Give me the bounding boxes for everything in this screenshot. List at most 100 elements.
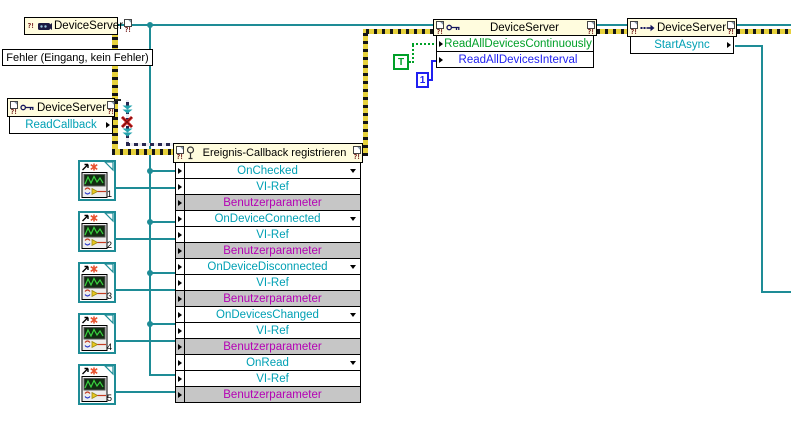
register-row-ondeviceschanged[interactable]: OnDevicesChanged	[175, 306, 361, 323]
node-title: DeviceServer	[37, 101, 107, 114]
event-source-wire[interactable]	[149, 25, 151, 376]
vi-static-ref-2[interactable]: 2	[78, 211, 116, 252]
register-row-benutzerparameter[interactable]: Benutzerparameter	[175, 338, 361, 355]
device-ref-wire[interactable]	[597, 24, 627, 26]
broken-wire-x-icon[interactable]	[120, 115, 134, 129]
property-row-readalldevicesinterval[interactable]: ReadAllDevicesInterval	[436, 51, 594, 68]
error-wire[interactable]	[597, 29, 627, 34]
wire-junction	[147, 219, 153, 225]
row-label: ReadAllDevicesInterval	[458, 53, 578, 66]
page-icon	[175, 146, 184, 154]
error-out-terminal: ?!	[352, 146, 361, 161]
row-label: OnDeviceDisconnected	[207, 260, 328, 273]
error-wire[interactable]	[112, 34, 118, 152]
async-output-wire[interactable]	[761, 45, 763, 293]
vi-ref-wire[interactable]	[116, 187, 175, 189]
register-row-vi-ref[interactable]: VI-Ref	[175, 226, 361, 243]
page-icon	[726, 20, 735, 29]
event-source-wire[interactable]	[151, 221, 175, 223]
dropdown-icon[interactable]	[350, 360, 356, 365]
row-input-terminal	[176, 371, 185, 386]
vi-ref-number: 3	[106, 291, 112, 301]
broken-callback-wire[interactable]	[126, 143, 173, 146]
int-constant-wire[interactable]	[431, 60, 433, 81]
register-row-benutzerparameter[interactable]: Benutzerparameter	[175, 194, 361, 211]
node-title: DeviceServer	[54, 20, 124, 32]
launch-arrow-icon	[82, 316, 89, 324]
register-events-node[interactable]: ?! Ereignis-Callback registrieren ?! OnC…	[173, 143, 363, 403]
int-constant-wire[interactable]	[431, 60, 436, 62]
error-wire[interactable]	[112, 149, 173, 155]
vi-ref-wire[interactable]	[116, 289, 175, 291]
property-row-readcallback[interactable]: ReadCallback	[9, 116, 113, 134]
row-label: Benutzerparameter	[223, 244, 322, 257]
register-row-benutzerparameter[interactable]: Benutzerparameter	[175, 242, 361, 259]
error-constant-label[interactable]: Fehler (Eingang, kein Fehler)	[2, 49, 153, 66]
register-row-benutzerparameter[interactable]: Benutzerparameter	[175, 290, 361, 307]
vi-ref-wire[interactable]	[116, 391, 175, 393]
dropdown-icon[interactable]	[350, 312, 356, 317]
property-row-readalldevicescontinuously[interactable]: ReadAllDevicesContinuously	[436, 35, 594, 52]
interval-constant[interactable]: 1	[416, 72, 429, 88]
constructor-node-deviceserver[interactable]: ?! DeviceServer ?!	[24, 17, 132, 35]
key-icon	[20, 103, 35, 112]
register-row-vi-ref[interactable]: VI-Ref	[175, 274, 361, 291]
vi-static-ref-4[interactable]: 4	[78, 313, 116, 354]
dropdown-icon[interactable]	[350, 168, 356, 173]
error-wire[interactable]	[737, 29, 791, 34]
error-in-terminal: ?!	[27, 22, 35, 30]
error-out-terminal: ?!	[106, 100, 115, 115]
dropdown-icon[interactable]	[350, 264, 356, 269]
error-out-terminal: ?!	[123, 19, 132, 34]
error-out-terminal: ?!	[586, 20, 595, 35]
row-label: Benutzerparameter	[223, 196, 322, 209]
register-row-vi-ref[interactable]: VI-Ref	[175, 370, 361, 387]
bool-constant-wire[interactable]	[412, 43, 436, 45]
register-row-vi-ref[interactable]: VI-Ref	[175, 178, 361, 195]
page-icon	[123, 19, 132, 27]
register-row-benutzerparameter[interactable]: Benutzerparameter	[175, 386, 361, 403]
error-wire[interactable]	[363, 29, 368, 156]
register-row-vi-ref[interactable]: VI-Ref	[175, 322, 361, 339]
input-terminal-icon	[439, 40, 443, 47]
broken-callback-wire[interactable]	[115, 99, 121, 101]
bool-constant-wire[interactable]	[409, 61, 414, 63]
launch-arrow-icon	[82, 367, 89, 375]
event-source-wire[interactable]	[149, 374, 175, 376]
vi-static-ref-5[interactable]: 5	[78, 364, 116, 405]
event-source-wire[interactable]	[151, 170, 175, 172]
async-output-wire[interactable]	[761, 291, 791, 293]
vi-static-ref-1[interactable]: 1	[78, 160, 116, 201]
dropdown-icon[interactable]	[350, 216, 356, 221]
event-source-wire[interactable]	[151, 272, 175, 274]
row-label: StartAsync	[654, 39, 710, 51]
event-source-wire[interactable]	[151, 323, 175, 325]
row-label: OnRead	[246, 356, 289, 369]
vi-static-ref-3[interactable]: 3	[78, 262, 116, 303]
vi-ref-icon	[81, 314, 114, 351]
register-row-onchecked[interactable]: OnChecked	[175, 162, 361, 179]
property-node-readcallback[interactable]: ?! DeviceServer ?! ReadCallback	[7, 98, 115, 134]
launch-arrow-icon	[82, 265, 89, 273]
error-wire[interactable]	[366, 29, 433, 34]
invoke-node-startasync[interactable]: ?! DeviceServer ?! StartAsync	[627, 18, 737, 54]
launch-arrow-icon	[82, 214, 89, 222]
bool-constant-wire[interactable]	[412, 44, 414, 63]
device-ref-wire[interactable]	[737, 24, 791, 26]
event-registration-icon	[186, 146, 195, 160]
register-row-onread[interactable]: OnRead	[175, 354, 361, 371]
register-row-ondevicedisconnected[interactable]: OnDeviceDisconnected	[175, 258, 361, 275]
register-row-ondeviceconnected[interactable]: OnDeviceConnected	[175, 210, 361, 227]
property-node-readalldevices[interactable]: ?! DeviceServer ?! ReadAllDevicesContinu…	[433, 19, 597, 68]
wire-junction	[147, 270, 153, 276]
vi-ref-wire[interactable]	[116, 238, 175, 240]
vi-ref-wire[interactable]	[116, 340, 175, 342]
row-label: OnDeviceConnected	[214, 212, 321, 225]
true-constant[interactable]: T	[393, 54, 409, 70]
launch-arrow-icon	[82, 163, 89, 171]
device-ref-wire[interactable]	[118, 24, 433, 26]
async-output-wire[interactable]	[735, 45, 762, 47]
invoke-row-startasync[interactable]: StartAsync	[630, 36, 734, 54]
vi-ref-icon	[81, 365, 114, 402]
